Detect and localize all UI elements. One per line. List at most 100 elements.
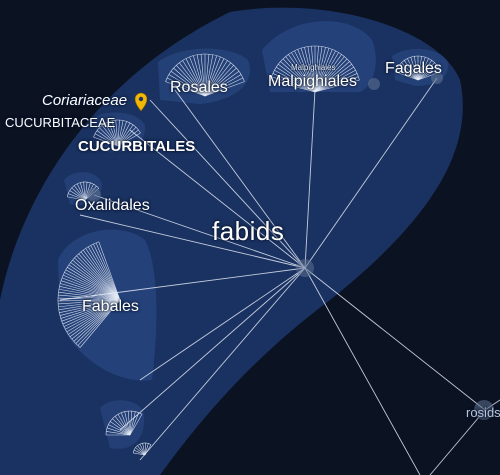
malpighiales-fan-ray-5	[278, 64, 316, 93]
rosales-fan-ray-20	[204, 62, 231, 97]
rosales-fan-ray-19	[204, 60, 228, 97]
lower-small-fan-ray-3	[137, 445, 146, 456]
rosales-fan-ray-9	[189, 56, 206, 97]
fabales-fan-ray-1	[77, 299, 121, 346]
oxalidales-fan-ray-7	[83, 182, 86, 201]
cucurbitales-fan-ray-12	[117, 122, 131, 147]
fabales-fan-ray-9	[63, 299, 121, 327]
fabales-fan-ray-35	[76, 255, 121, 301]
malpighiales-label[interactable]: Malpighiales	[268, 73, 357, 90]
fabales-label[interactable]: Fabales	[82, 298, 139, 315]
malpighiales-fan-ray-2	[272, 73, 316, 93]
coriariaceae-label[interactable]: Coriariaceae	[42, 92, 128, 109]
fagales-label[interactable]: Fagales	[385, 60, 442, 77]
fabales-fan-ray-43	[95, 242, 121, 301]
lower-fan-ray-2	[106, 427, 131, 436]
cucurbitales-fan-ray-0	[93, 136, 119, 147]
fabales-fan-ray-3	[73, 299, 121, 342]
rosales-fan-ray-26	[204, 81, 245, 97]
fabids-label[interactable]: fabids	[212, 216, 285, 246]
malpighiales-fan-ray-0	[270, 79, 316, 93]
cucurbitales-fan-ray-16	[117, 132, 141, 147]
fabales-fan-ray-6	[68, 299, 121, 335]
rosales-fan-ray-11	[196, 54, 206, 97]
lower-small-fan-ray-5	[142, 443, 146, 456]
fabales-fan-ray-36	[78, 253, 121, 301]
branch-6	[129, 129, 306, 269]
fabales-fan-ray-14	[59, 299, 121, 313]
fabales-fan-ray-26	[61, 277, 121, 301]
lower-fan-ray-4	[110, 421, 131, 436]
fabales-fan-ray-27	[63, 274, 121, 301]
fagales-fan-ray-3	[401, 62, 419, 81]
rosids-label[interactable]: rosids	[466, 405, 500, 420]
rosales-region[interactable]	[158, 48, 250, 104]
branch-12	[139, 267, 306, 461]
rosales-fan-ray-23	[204, 70, 240, 97]
lower-fan-ray-13	[129, 412, 140, 436]
fagales-node[interactable]	[431, 72, 443, 84]
fabales-fan-ray-15	[58, 299, 121, 311]
cucurbitaceae-label[interactable]: CUCURBITACEAE	[5, 115, 116, 130]
malpighiales-fan-ray-9	[288, 54, 316, 93]
cucurbitales-fan-ray-10	[117, 120, 124, 147]
branch-8	[139, 267, 306, 381]
malpighiales-fan-ray-3	[274, 69, 316, 93]
malpighiales-fan-ray-26	[314, 56, 345, 93]
lower-fan-ray-6	[114, 416, 131, 436]
branch-0	[149, 99, 306, 269]
rosales-fan-ray-0	[165, 81, 206, 97]
rosales-fan-ray-7	[182, 60, 206, 97]
malpighiales-fan-ray-1	[271, 76, 316, 93]
lower-fan-ray-10	[127, 411, 131, 436]
fabales-fan-ray-13	[59, 299, 121, 316]
lower-small-fan-ray-1	[133, 449, 146, 456]
oxalidales-node[interactable]	[87, 188, 101, 202]
cucurbitales-fan-ray-6	[108, 121, 119, 147]
rosales-fan-ray-6	[179, 62, 206, 97]
malpighiales-node[interactable]	[368, 78, 380, 90]
oxalidales-fan-ray-0	[67, 196, 86, 201]
lower-fan-ray-1	[106, 431, 131, 436]
fagales-fan-ray-15	[417, 68, 440, 81]
rosales-fan-ray-15	[204, 54, 214, 97]
lower-fan-ray-8	[120, 412, 131, 436]
fabales-fan-ray-17	[58, 299, 121, 305]
rosales-fan-ray-17	[204, 56, 221, 97]
fabales-fan-ray-24	[60, 283, 121, 301]
fabales-fan-ray-22	[58, 288, 121, 301]
location-pin-icon[interactable]	[134, 92, 148, 112]
malpighiales-fan-ray-4	[276, 66, 316, 93]
rosales-fan-ray-16	[204, 55, 217, 97]
fabales-fan-ray-29	[65, 269, 121, 301]
malpighiales-fan-ray-11	[294, 50, 316, 93]
malpighiales-fan-ray-15	[307, 46, 316, 93]
rosales-fan-ray-25	[204, 77, 244, 97]
cucurbitales-fan-ray-11	[117, 121, 127, 147]
fabales-fan-ray-41	[90, 245, 121, 301]
rosales-label[interactable]: Rosales	[170, 79, 228, 96]
fagales-fan-ray-1	[396, 68, 419, 81]
rosids-node[interactable]	[474, 400, 494, 420]
oxalidales-label[interactable]: Oxalidales	[75, 197, 150, 214]
cucurbitales-fan-ray-3	[99, 127, 119, 147]
fabids-node[interactable]	[296, 259, 314, 277]
lower-fan-arc	[105, 410, 143, 436]
rosales-fan-ray-14	[204, 54, 210, 97]
cucurbitales-fan-ray-4	[101, 125, 119, 147]
malpighiales-region[interactable]	[262, 21, 376, 92]
malpighiales-fan-ray-21	[314, 48, 330, 93]
fagales-fan-ray-4	[403, 60, 419, 81]
fabales-fan-ray-32	[70, 262, 121, 301]
oxalidales-fan-ray-4	[74, 185, 86, 201]
malpighiales-fan-ray-13	[300, 48, 316, 93]
lower-fan-ray-11	[129, 411, 133, 436]
branch-10	[304, 267, 486, 411]
rosids-branch-b	[429, 409, 486, 475]
branch-11	[304, 267, 421, 475]
lower-clade-region[interactable]	[100, 400, 145, 449]
lower-small-fan-arc	[132, 442, 152, 453]
cucurbitales-label[interactable]: CUCURBITALES	[78, 138, 196, 155]
